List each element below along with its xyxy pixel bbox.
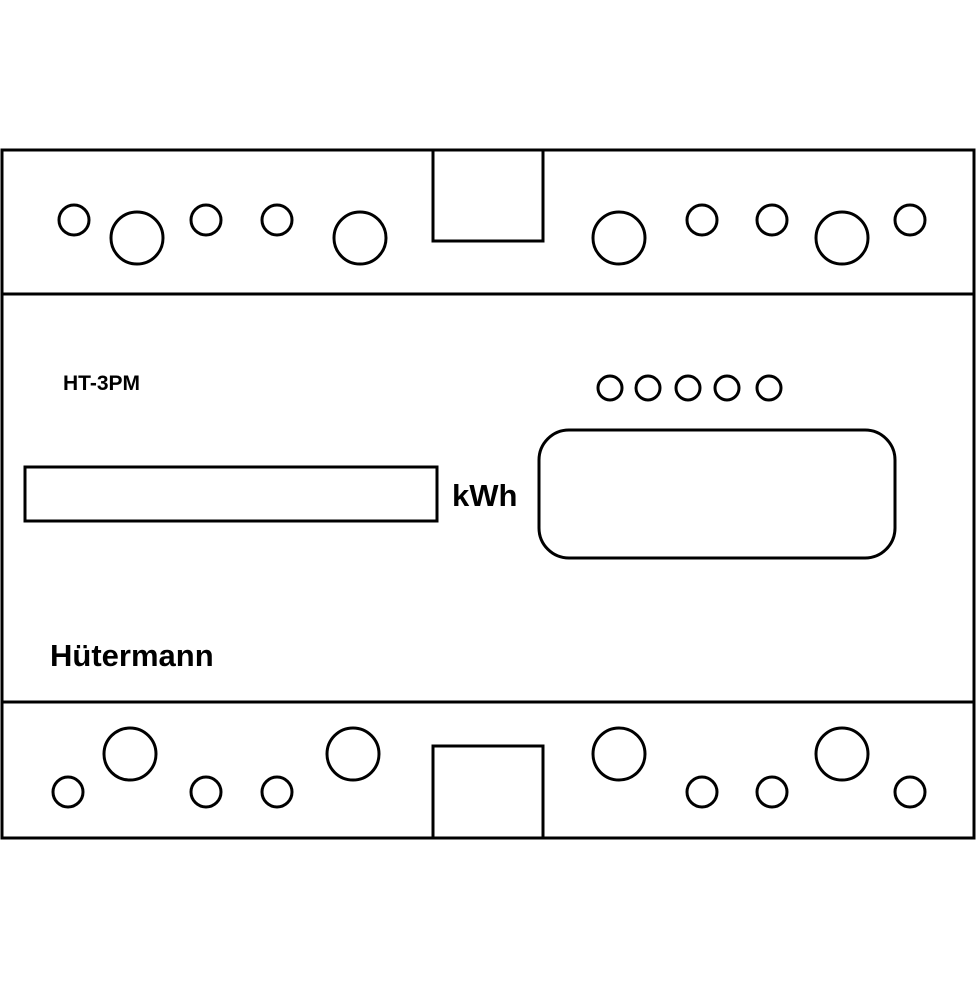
bottom-terminal-block: [51, 726, 927, 838]
top-terminal-hole: [189, 203, 223, 237]
bottom-terminal-screw: [814, 726, 870, 782]
bottom-terminal-hole: [260, 775, 294, 809]
indicator-led: [713, 374, 741, 402]
top-terminal-block: [57, 150, 927, 266]
top-terminal-hole: [57, 203, 91, 237]
bottom-terminal-hole: [189, 775, 223, 809]
indicator-led: [755, 374, 783, 402]
top-terminal-screw: [332, 210, 388, 266]
meter-housing: [0, 148, 976, 840]
model-label: HT-3PM: [63, 372, 140, 395]
bottom-terminal-hole: [685, 775, 719, 809]
top-terminal-hole: [755, 203, 789, 237]
indicator-led: [634, 374, 662, 402]
top-terminal-screw: [814, 210, 870, 266]
indicator-led: [674, 374, 702, 402]
front-panel: HT-3PM kWh Hütermann: [23, 372, 897, 673]
top-terminal-hole: [260, 203, 294, 237]
unit-label: kWh: [452, 478, 517, 513]
top-terminal-hole: [685, 203, 719, 237]
brand-label: Hütermann: [50, 638, 214, 673]
top-terminal-screw: [109, 210, 165, 266]
bottom-terminal-hole: [51, 775, 85, 809]
bottom-mounting-tab: [431, 744, 545, 838]
bottom-terminal-screw: [591, 726, 647, 782]
bottom-terminal-hole: [755, 775, 789, 809]
bottom-terminal-screw: [325, 726, 381, 782]
bottom-terminal-hole: [893, 775, 927, 809]
top-terminal-hole: [893, 203, 927, 237]
display-window: [537, 428, 897, 560]
top-terminal-screw: [591, 210, 647, 266]
energy-counter-display: [23, 465, 439, 523]
top-mounting-tab: [431, 150, 545, 243]
bottom-terminal-screw: [102, 726, 158, 782]
indicator-led: [596, 374, 624, 402]
